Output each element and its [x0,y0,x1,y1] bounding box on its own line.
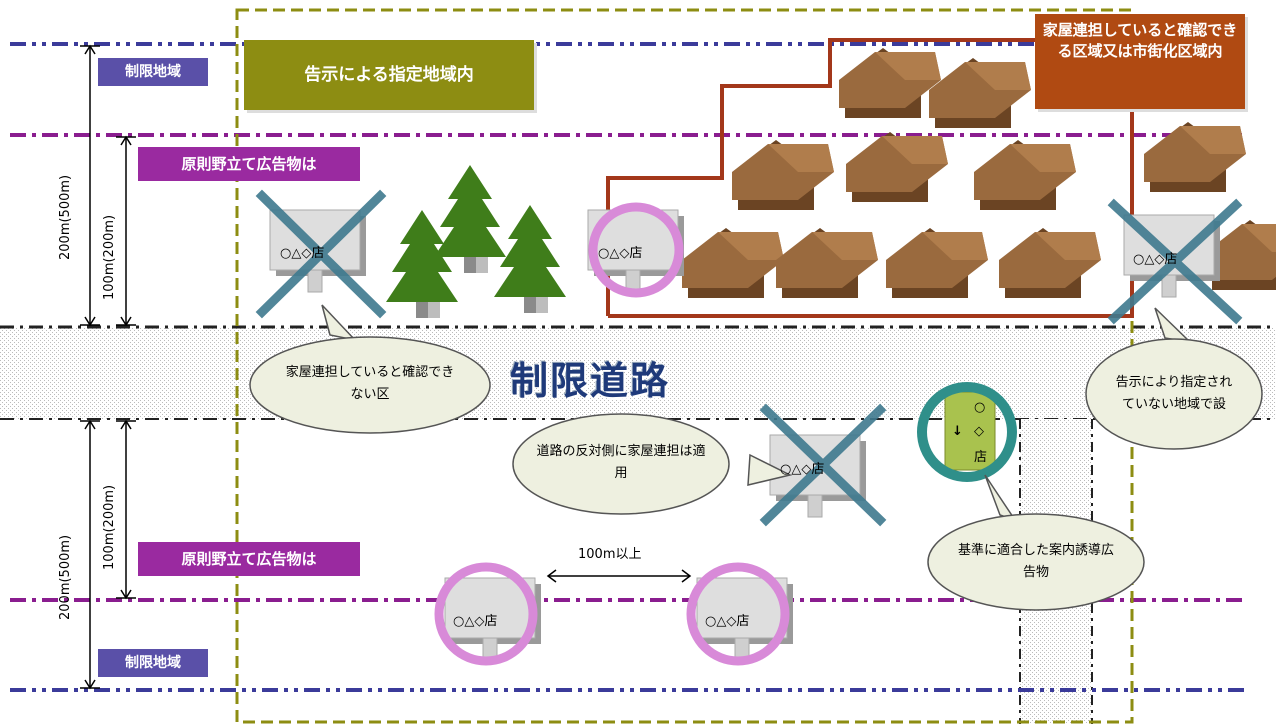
restricted-area-label-top: 制限地域 [98,58,208,86]
distance-arrows [80,44,692,690]
tree-icon [434,165,506,273]
designated-area-label: 告示による指定地域内 [244,40,534,110]
continuous-housing-label: 家屋連担していると確認できる区域又は市街化区域内 [1035,14,1245,109]
house-icon [776,228,878,298]
distance-inner-top: 100m(200m) [102,214,117,300]
distance-outer-bottom: 200m(500m) [58,534,73,620]
restricted-area-label-bottom: 制限地域 [98,649,208,677]
guide-sign-line1: ○ [974,400,986,415]
house-icon [929,58,1031,128]
circle-ok-icon [686,562,790,666]
tree-icon [494,205,566,313]
house-icon [999,228,1101,298]
callout-guide-sign: 基準に適合した案内誘導広告物 [958,543,1115,580]
cross-icon [1107,198,1243,325]
house-icon [974,140,1076,210]
bubble [927,513,1145,611]
distance-inner-bottom: 100m(200m) [102,484,117,570]
callouts [249,304,1263,611]
trees [386,165,566,318]
callout-opposite-side: 道路の反対側に家屋連担は適用 [536,444,706,481]
bubble-tail [984,474,1017,522]
prohibited-marks [255,189,1243,527]
permitted-marks [434,202,790,666]
guide-sign-graphic [944,391,996,471]
sign-text: ○△◇店 [280,246,325,261]
distance-outer-top: 200m(500m) [58,174,73,260]
house-icon [682,228,784,298]
guide-circle-icon [917,382,1017,482]
house-icon [732,140,834,210]
bubble [512,413,730,515]
sign-text: ○△◇店 [705,614,750,629]
restricted-road-label: 制限道路 [510,359,671,403]
no-standalone-label-bottom: 原則野立て広告物は [138,542,360,576]
bubble [1085,338,1263,450]
circle-ok-icon [434,562,538,666]
house-icon [839,48,941,118]
callout-not-continuous: 家屋連担していると確認できない区 [285,365,455,402]
sign-text: ○△◇店 [1133,252,1178,267]
sign-text: ○△◇店 [453,614,498,629]
cross-icon [759,403,887,527]
guide-sign-arrow: ↓ [952,424,963,439]
bubble [249,336,491,434]
spacing-label: 100m以上 [578,547,642,562]
road-band [0,327,1276,419]
circle-ok-icon [588,202,684,298]
bubble-tail [747,453,793,486]
sign-text: ○△◇店 [780,462,825,477]
guide-sign-line3: 店 [974,450,988,465]
house-icon [886,228,988,298]
no-standalone-label-top: 原則野立て広告物は [138,147,360,181]
guide-sign-line2: ◇ [974,424,984,439]
cross-icon [255,189,387,319]
house-icon [846,132,948,202]
house-icon [1144,122,1246,192]
callout-not-designated: 告示により指定されていない地域で設 [1115,375,1233,412]
sign-text: ○△◇店 [598,246,643,261]
